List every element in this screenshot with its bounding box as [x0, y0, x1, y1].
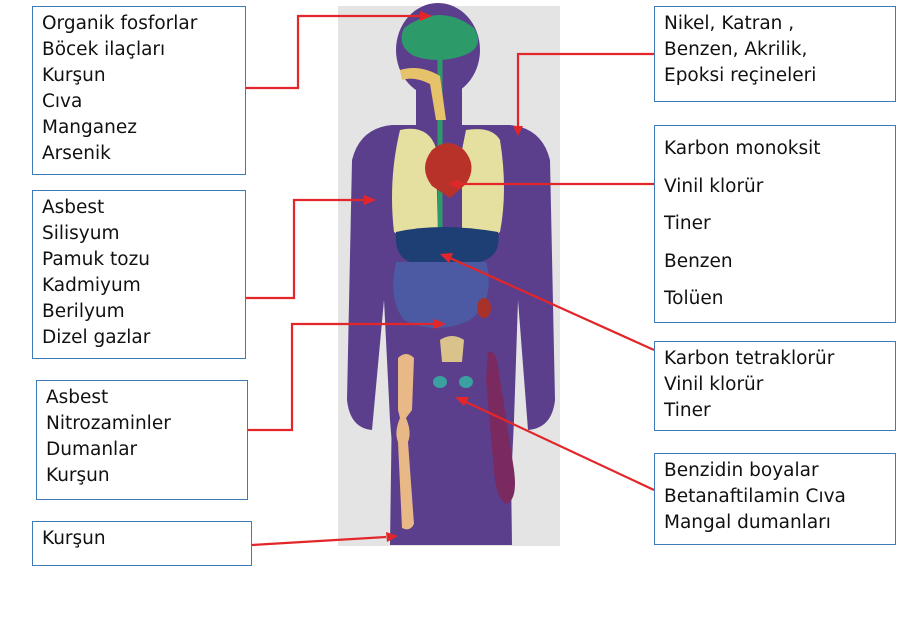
skin-toxin-3: Epoksi reçineleri — [664, 63, 886, 89]
bone-toxin-1: Kurşun — [42, 526, 242, 552]
left-gonad-shape — [433, 376, 447, 388]
bladder-shape — [440, 336, 464, 362]
muscle-toxins-box: Benzidin boyalar Betanaftilamin Cıva Man… — [654, 453, 896, 545]
brain-toxin-2: Böcek ilaçları — [42, 37, 236, 63]
right-gonad-shape — [459, 376, 473, 388]
bone-toxins-box: Kurşun — [32, 521, 252, 566]
liver-toxin-3: Tiner — [664, 398, 886, 424]
lung-toxins-box: Asbest Silisyum Pamuk tozu Kadmiyum Beri… — [32, 190, 246, 359]
brain-toxin-5: Manganez — [42, 115, 236, 141]
heart-toxin-2: Vinil klorür — [664, 168, 886, 206]
heart-toxin-5: Tolüen — [664, 280, 886, 318]
liver-toxin-2: Vinil klorür — [664, 372, 886, 398]
lung-toxin-5: Berilyum — [42, 299, 236, 325]
brain-toxin-6: Arsenik — [42, 141, 236, 167]
lung-toxin-2: Silisyum — [42, 221, 236, 247]
liver-toxin-1: Karbon tetraklorür — [664, 346, 886, 372]
bladder-toxin-4: Kurşun — [46, 463, 238, 489]
bladder-toxin-2: Nitrozaminler — [46, 411, 238, 437]
muscle-toxin-1: Benzidin boyalar — [664, 458, 886, 484]
left-lung-shape — [392, 129, 438, 241]
brain-toxin-4: Cıva — [42, 89, 236, 115]
bladder-toxin-3: Dumanlar — [46, 437, 238, 463]
heart-toxin-3: Tiner — [664, 205, 886, 243]
brain-toxins-box: Organik fosforlar Böcek ilaçları Kurşun … — [32, 6, 246, 175]
heart-toxins-box: Karbon monoksit Vinil klorür Tiner Benze… — [654, 125, 896, 323]
bladder-toxin-1: Asbest — [46, 385, 238, 411]
lung-toxin-3: Pamuk tozu — [42, 247, 236, 273]
skin-toxins-box: Nikel, Katran , Benzen, Akrilik, Epoksi … — [654, 6, 896, 102]
muscle-toxin-3: Mangal dumanları — [664, 510, 886, 536]
brain-toxin-3: Kurşun — [42, 63, 236, 89]
heart-toxin-1: Karbon monoksit — [664, 130, 886, 168]
skin-toxin-1: Nikel, Katran , — [664, 11, 886, 37]
lung-toxin-1: Asbest — [42, 195, 236, 221]
heart-toxin-4: Benzen — [664, 243, 886, 281]
lung-toxin-4: Kadmiyum — [42, 273, 236, 299]
brain-toxin-1: Organik fosforlar — [42, 11, 236, 37]
kidney-shape — [477, 298, 491, 318]
muscle-toxin-2: Betanaftilamin Cıva — [664, 484, 886, 510]
lung-toxin-6: Dizel gazlar — [42, 325, 236, 351]
liver-toxins-box: Karbon tetraklorür Vinil klorür Tiner — [654, 341, 896, 431]
bladder-toxins-box: Asbest Nitrozaminler Dumanlar Kurşun — [36, 380, 248, 500]
skin-toxin-2: Benzen, Akrilik, — [664, 37, 886, 63]
